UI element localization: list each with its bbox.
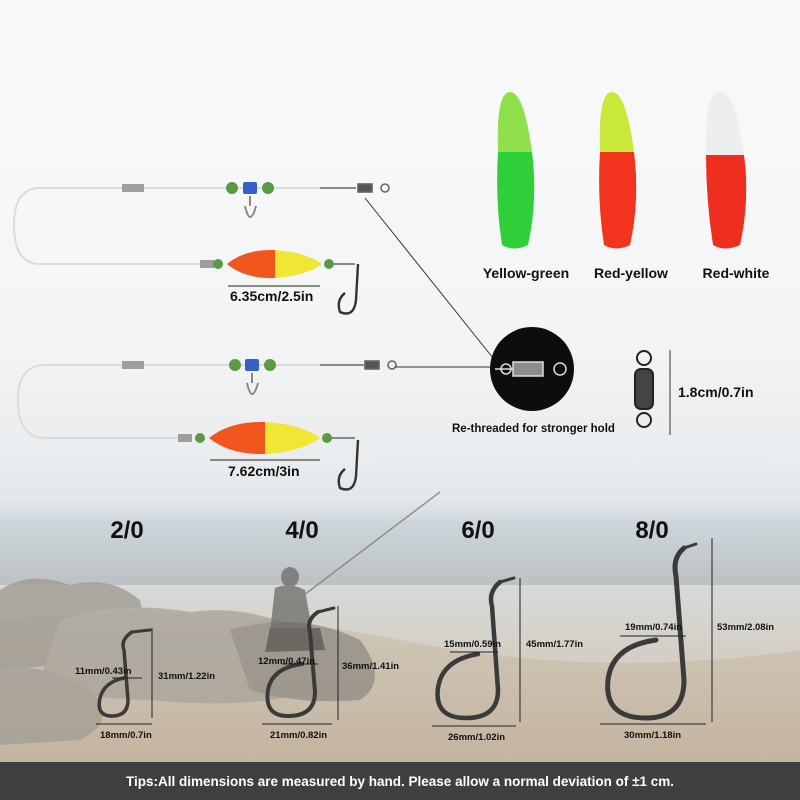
hook-gap-8-0: 19mm/0.74in <box>625 622 683 633</box>
hook-height-2-0: 31mm/1.22in <box>158 671 216 682</box>
crimp-sleeve <box>178 434 192 442</box>
hook-gap-4-0: 12mm/0.47in <box>258 656 316 667</box>
circle-hook-6-0 <box>435 579 503 721</box>
crimp-sleeve <box>122 361 144 369</box>
float-red-half <box>209 421 265 455</box>
float-yellow-half <box>275 250 322 278</box>
float-colors <box>497 92 747 249</box>
rig-length-2: 7.62cm/3in <box>228 463 300 479</box>
float-name-yellow-green: Yellow-green <box>482 265 570 281</box>
hook-height-8-0: 53mm/2.08in <box>717 622 775 633</box>
float-yellow-green <box>497 92 535 249</box>
hook-height-4-0: 36mm/1.41in <box>342 661 400 672</box>
snap-swivel-icon <box>320 183 390 193</box>
circle-hook-4-0 <box>265 610 320 719</box>
circle-hook-2-0 <box>97 630 134 718</box>
hook-width-4-0: 21mm/0.82in <box>270 730 328 741</box>
crimp-sleeve <box>200 260 214 268</box>
rig-length-1: 6.35cm/2.5in <box>230 288 314 304</box>
hook-width-2-0: 18mm/0.7in <box>100 730 152 741</box>
float-red-yellow <box>599 92 637 249</box>
float-red-white <box>705 92 747 249</box>
leader-line <box>12 187 320 265</box>
tips-bar: Tips:All dimensions are measured by hand… <box>0 762 800 800</box>
hook-icon <box>337 439 360 491</box>
rolling-swivel-icon <box>634 350 654 428</box>
hook-gap-6-0: 15mm/0.59in <box>444 639 502 650</box>
bead-set <box>229 359 276 395</box>
hook-size-2-0: 2/0 <box>110 517 144 544</box>
hook-height-6-0: 45mm/1.77in <box>526 639 584 650</box>
bead-set <box>226 182 274 218</box>
float-name-red-yellow: Red-yellow <box>594 265 668 281</box>
swivel-size: 1.8cm/0.7in <box>678 384 754 400</box>
float-name-red-white: Red-white <box>702 265 770 281</box>
crimp-sleeve <box>122 184 144 192</box>
tips-text: Tips:All dimensions are measured by hand… <box>125 773 675 789</box>
hook-size-8-0: 8/0 <box>635 517 669 544</box>
swivel-caption: Re-threaded for stronger hold <box>452 423 615 435</box>
hook-size-4-0: 4/0 <box>285 517 319 544</box>
float-red-half <box>227 249 275 279</box>
hook-icon <box>337 263 360 315</box>
leader-line <box>16 364 320 439</box>
rock-group <box>0 578 375 745</box>
fisherman-figure <box>265 491 441 652</box>
hook-width-6-0: 26mm/1.02in <box>448 732 506 743</box>
float-yellow-half <box>265 422 320 454</box>
hook-width-8-0: 30mm/1.18in <box>624 730 682 741</box>
circle-hook-8-0 <box>605 545 687 721</box>
hook-size-6-0: 6/0 <box>461 517 495 544</box>
callout-line <box>364 197 494 359</box>
hook-gap-2-0: 11mm/0.43in <box>75 666 132 677</box>
snap-swivel-icon <box>320 360 397 370</box>
